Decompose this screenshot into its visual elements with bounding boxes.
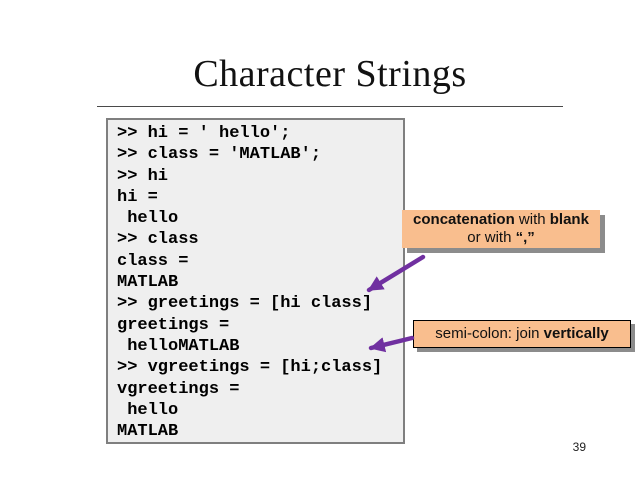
callout-text: or with: [467, 229, 516, 246]
callout-text: with: [514, 211, 550, 228]
callout-text: blank: [549, 211, 589, 228]
code-line: hi =: [117, 187, 158, 207]
code-line: >> class: [117, 230, 199, 250]
callout-text: “,”: [515, 229, 535, 246]
callout-semicolon: semi-colon: join vertically: [413, 320, 631, 348]
code-line: >> hi = ' hello';: [117, 124, 291, 143]
code-line: helloMATLAB: [117, 336, 240, 356]
callout-text: vertically: [543, 325, 609, 342]
page-title: Character Strings: [193, 53, 467, 95]
code-line: >> class = 'MATLAB';: [117, 145, 322, 165]
code-line: >> greetings = [hi class]: [117, 294, 373, 314]
code-line: MATLAB: [117, 273, 179, 293]
callout-concatenation-line2: or with “,”: [402, 229, 600, 247]
code-line: >> vgreetings = [hi;class]: [117, 358, 383, 378]
code-line: hello: [117, 400, 179, 420]
page-number: 39: [572, 440, 586, 454]
callout-concatenation-line1: concatenation with blank: [402, 211, 600, 229]
code-line: greetings =: [117, 315, 230, 335]
code-line: hello: [117, 209, 179, 229]
title-underline: [97, 106, 563, 107]
code-line: vgreetings =: [117, 379, 240, 399]
callout-text: concatenation: [413, 211, 515, 228]
callout-text: semi-colon: join: [435, 325, 544, 342]
callout-concatenation: concatenation with blank or with “,”: [402, 210, 600, 248]
code-line: MATLAB: [117, 422, 179, 442]
code-line: class =: [117, 251, 189, 271]
code-line: >> hi: [117, 166, 169, 186]
matlab-code-box: >> hi = ' hello'; >> class = 'MATLAB'; >…: [106, 118, 405, 444]
